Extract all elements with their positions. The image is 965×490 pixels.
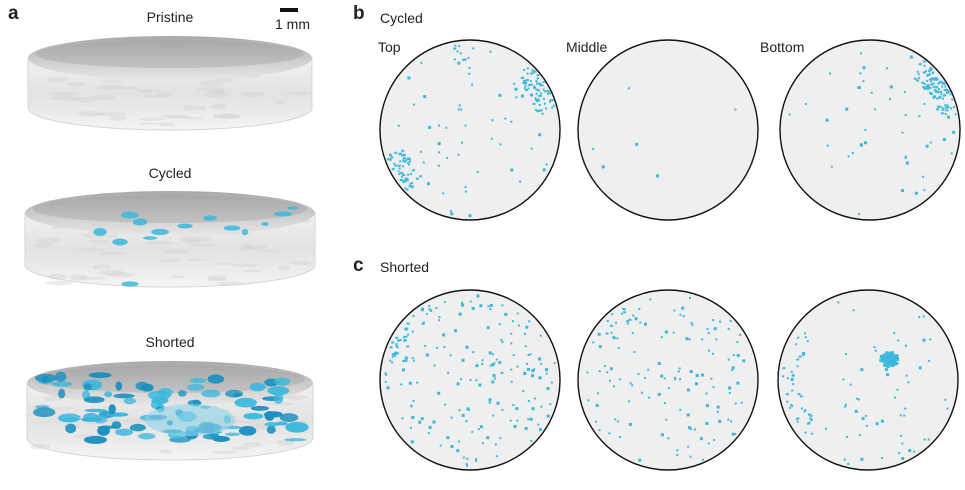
disc-cycled-top [379, 39, 561, 221]
slice-label-middle: Middle [566, 39, 608, 55]
slice-label-top: Top [378, 39, 401, 55]
panel-c-letter: c [353, 255, 364, 276]
disc-cycled-middle [577, 39, 759, 221]
scale-bar-label: 1 mm [275, 16, 310, 32]
disc-shorted-middle [577, 289, 759, 471]
disc-cycled-bottom [779, 39, 961, 221]
panel-b-letter: b [353, 3, 365, 24]
cycled-sample-label: Cycled [148, 165, 192, 181]
disc-shorted-top [379, 289, 561, 471]
slice-discs [379, 39, 961, 471]
panel-b-title: Cycled [380, 10, 423, 26]
panel-c-title: Shorted [380, 259, 430, 275]
cycled-cylinder [24, 191, 316, 288]
pristine-label: Pristine [146, 9, 194, 25]
shorted-sample-label: Shorted [145, 334, 195, 350]
shorted-cylinder [24, 361, 314, 461]
disc-shorted-bottom [777, 289, 959, 471]
cylinder-renderings [24, 36, 316, 461]
panel-a-letter: a [8, 3, 19, 24]
scale-bar [280, 8, 298, 12]
pristine-cylinder [27, 36, 313, 131]
slice-label-bottom: Bottom [760, 39, 805, 55]
